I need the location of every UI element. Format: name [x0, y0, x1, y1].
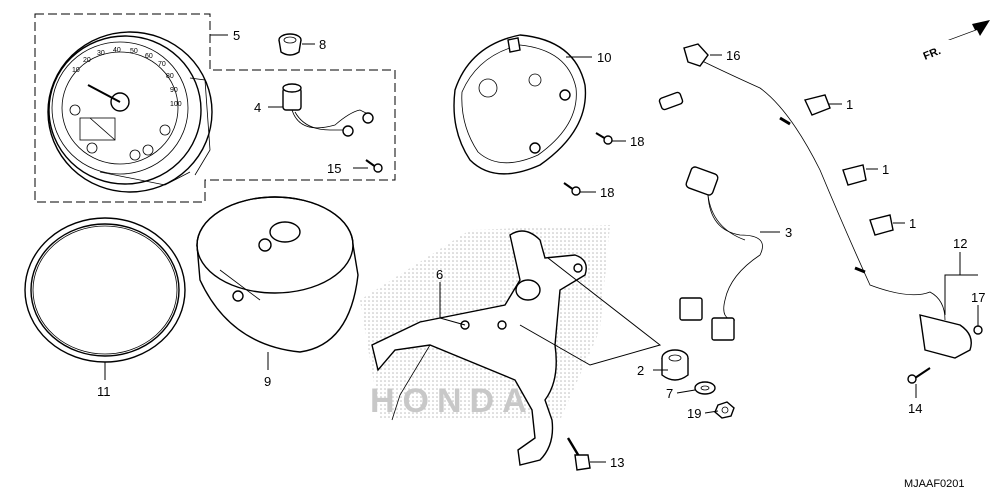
leader-lines: [104, 34, 979, 463]
callout-3: 3: [785, 225, 792, 240]
callout-13: 13: [610, 455, 624, 470]
callout-1-mid: 1: [882, 162, 889, 177]
callout-labels: 5 8 4 15 10 18 18 16 1 1 1 3 12 17 14 6 …: [97, 28, 985, 470]
light-socket: [282, 83, 374, 137]
callout-19: 19: [687, 406, 701, 421]
callout-18-upper: 18: [630, 134, 644, 149]
scale-40: 40: [113, 47, 121, 54]
clip-1-mid: [842, 164, 867, 186]
screw-15: [365, 159, 383, 173]
callout-9: 9: [264, 374, 271, 389]
clip-1-top: [804, 94, 831, 116]
callout-10: 10: [597, 50, 611, 65]
callout-15: 15: [327, 161, 341, 176]
scale-70: 70: [158, 61, 166, 68]
meter-cover: [453, 34, 587, 175]
front-direction-arrow: FR.: [922, 20, 990, 63]
screw-18-lower: [563, 182, 581, 196]
callout-8: 8: [319, 37, 326, 52]
callout-4: 4: [254, 100, 261, 115]
callout-5: 5: [233, 28, 240, 43]
scale-50: 50: [130, 48, 138, 55]
callout-2: 2: [637, 363, 644, 378]
speedometer-case: [196, 196, 359, 353]
callout-18-lower: 18: [600, 185, 614, 200]
callout-11: 11: [97, 384, 111, 399]
speedometer: 10 20 30 40 50 60 70 80 90 100: [47, 31, 213, 193]
callout-12: 12: [953, 236, 967, 251]
scale-60: 60: [145, 53, 153, 60]
diagram-code: MJAAF0201: [904, 478, 965, 490]
assembly-outline: [34, 13, 396, 203]
watermark-text: HONDA: [370, 382, 535, 420]
clip-1-bot: [869, 214, 894, 236]
callout-6: 6: [436, 267, 443, 282]
nut-19: [714, 401, 735, 419]
collar-7: [694, 381, 716, 395]
callout-1-bot: 1: [909, 216, 916, 231]
direction-label: FR.: [922, 45, 943, 63]
callout-1-top: 1: [846, 97, 853, 112]
scale-10: 10: [72, 67, 80, 74]
scale-90: 90: [170, 87, 178, 94]
callout-14: 14: [908, 401, 922, 416]
scale-20: 20: [83, 57, 91, 64]
scale-80: 80: [166, 73, 174, 80]
scale-100: 100: [170, 101, 182, 108]
rubber-ring: [24, 217, 186, 363]
callout-16: 16: [726, 48, 740, 63]
grommet-2: [661, 349, 689, 381]
screw-14: [907, 367, 931, 384]
screw-18-upper: [595, 132, 613, 145]
clip-16: [683, 43, 709, 67]
bolt-13: [566, 437, 591, 471]
callout-17: 17: [971, 290, 985, 305]
grommet-8: [278, 33, 302, 56]
sub-harness: [679, 166, 763, 341]
callout-7: 7: [666, 386, 673, 401]
scale-30: 30: [97, 50, 105, 57]
meter-bracket: [371, 230, 587, 466]
speed-sensor-cable: [658, 54, 983, 359]
